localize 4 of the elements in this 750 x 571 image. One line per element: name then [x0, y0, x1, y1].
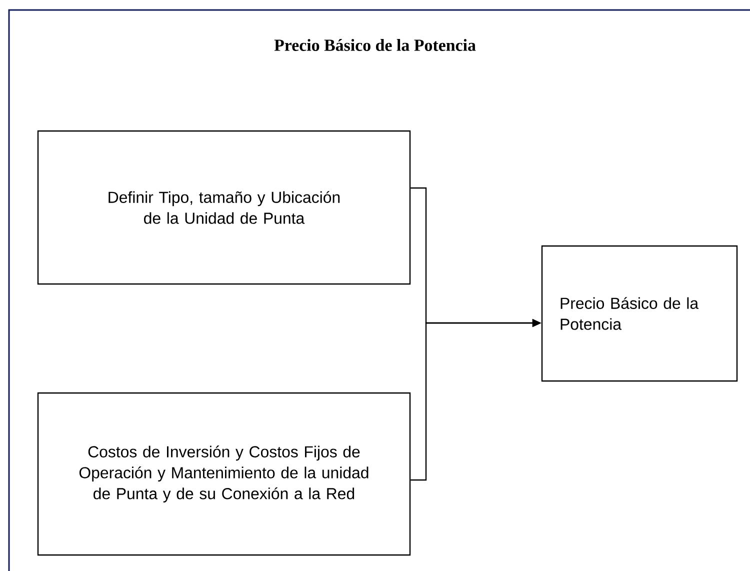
process-box: Costos de Inversión y Costos Fijos de Operación y Mantenimiento de la unidad de Punta y de su Conexión a la Red [37, 392, 411, 556]
title: Precio Básico de la Potencia [274, 39, 476, 51]
process-box: Precio Básico de la Potencia [541, 245, 738, 382]
process-box: Definir Tipo, tamaño y Ubicación de la Unidad de Punta [37, 130, 411, 285]
